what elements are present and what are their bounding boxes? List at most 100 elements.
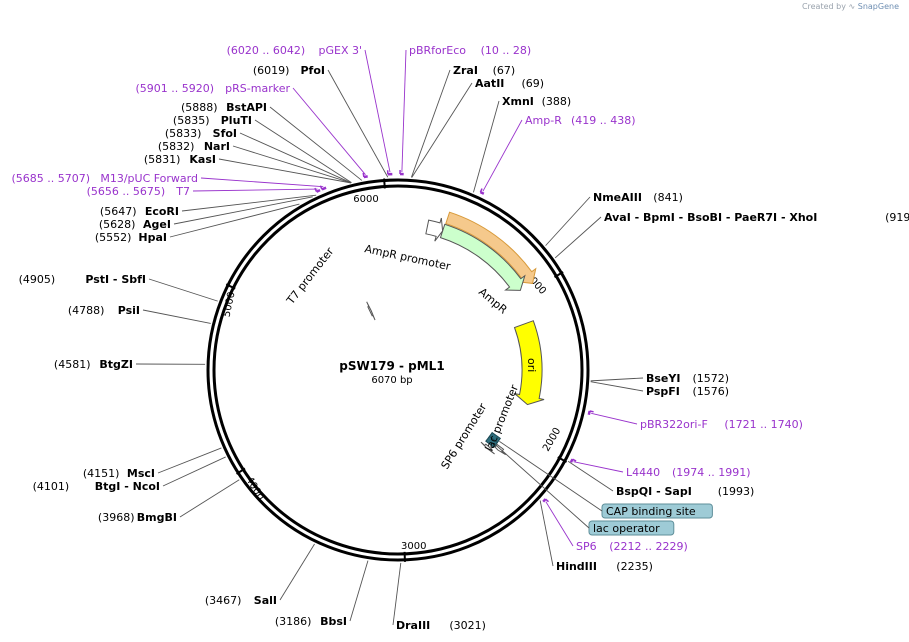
site-bstapi[interactable]: BstAPI(5888) — [181, 101, 267, 114]
site-nmeaiii[interactable]: NmeAIII(841) — [593, 191, 683, 204]
site-connector-draiii — [392, 562, 402, 626]
site-name: HpaI — [138, 231, 167, 244]
site-name: BbsI — [320, 615, 347, 628]
site-position: (4905) — [19, 273, 56, 286]
site-pluti[interactable]: PluTI(5835) — [173, 114, 252, 127]
primer-pbr322ori-f[interactable]: pBR322ori-F(1721 .. 1740) — [587, 410, 803, 431]
cap-binding-site-label[interactable]: CAP binding site — [499, 440, 713, 519]
primer-connector-amp-r — [482, 119, 523, 192]
site-name: HindIII — [556, 560, 597, 573]
primer-amp-r[interactable]: Amp-R(419 .. 438) — [479, 114, 636, 195]
feature-arrow-ampr[interactable] — [439, 223, 526, 291]
site-position: (3021) — [449, 619, 486, 632]
site-name: EcoRI — [145, 205, 179, 218]
tick-label-5000: 5000 — [222, 291, 238, 318]
ampr-highlight-arc[interactable] — [445, 211, 537, 284]
primer-connector-sp6 — [545, 501, 574, 547]
primer-connector-prs-marker — [292, 87, 366, 175]
primer-m13-puc-forward[interactable]: M13/pUC Forward(5685 .. 5707) — [11, 172, 327, 191]
primer-l4440[interactable]: L4440(1974 .. 1991) — [569, 458, 751, 479]
site-nari[interactable]: NarI (5832) — [158, 140, 230, 153]
site-position: (6019) — [253, 64, 290, 77]
site-aatii[interactable]: AatII(69) — [475, 77, 544, 90]
backbone-inner-strand — [212, 184, 584, 556]
site-bmgbi[interactable]: BmgBI(3968) — [98, 511, 177, 524]
site-sali[interactable]: SalI(3467) — [205, 594, 277, 607]
primer-connector-pbr322ori-f — [591, 412, 638, 425]
feature-label-ampr-promoter: AmpR promoter — [363, 242, 452, 273]
site-name: PstI - SbfI — [85, 273, 146, 286]
snapgene-logo-icon: ∿ — [848, 2, 856, 11]
site-name: NarI — [204, 140, 230, 153]
tick-mark-5000 — [225, 283, 236, 290]
site-name: PsiI — [118, 304, 140, 317]
site-connector-kasi — [218, 158, 351, 184]
site-zrai[interactable]: ZraI(67) — [453, 64, 515, 77]
primer-name: T7 — [175, 185, 190, 198]
site-connector-xmni — [473, 100, 500, 193]
restriction-site-labels: PfoI(6019) ZraI(67)AatII(69) XmnI(388) NmeA… — [19, 64, 909, 632]
site-connector-pfoi — [327, 69, 389, 178]
site-name: BseYI — [646, 372, 680, 385]
site-connector-ecori — [181, 194, 317, 212]
primer-direction-mark — [319, 185, 323, 190]
primer-t7[interactable]: T7(5656 .. 5675) — [87, 185, 321, 198]
site-name: ZraI — [453, 64, 478, 77]
site-agei[interactable]: AgeI(5628) — [99, 218, 171, 231]
site-bspqi-sapi[interactable]: BspQI - SapI(1993) — [616, 485, 754, 498]
feature-label-lac-promoter: lac promoter — [483, 383, 522, 454]
label-connectors — [135, 49, 644, 626]
site-connector-aatii — [411, 82, 473, 178]
site-avai-bpmi-bsobi-paer7i-xhoi[interactable]: AvaI - BpmI - BsoBI - PaeR7I - XhoI(919) — [604, 211, 909, 224]
site-btgzi[interactable]: BtgZI (4581) — [54, 358, 133, 371]
plasmid-length: 6070 bp — [371, 375, 412, 386]
primer-sp6[interactable]: SP6(2212 .. 2229) — [542, 498, 688, 553]
site-sfoi[interactable]: SfoI(5833) — [165, 127, 237, 140]
site-name: AvaI - BpmI - BsoBI - PaeR7I - XhoI — [604, 211, 817, 224]
site-msci[interactable]: MscI (4151) — [83, 467, 155, 480]
watermark: Created by ∿ SnapGene — [802, 2, 899, 11]
plasmid-center-label: pSW179 - pML1 6070 bp — [339, 359, 444, 386]
site-xmni[interactable]: XmnI(388) — [502, 95, 571, 108]
primer-prs-marker[interactable]: pRS-marker(5901 .. 5920) — [135, 82, 368, 179]
plasmid-name: pSW179 - pML1 — [339, 359, 444, 373]
site-kasi[interactable]: KasI(5831) — [144, 153, 216, 166]
site-psti-sbfi[interactable]: PstI - SbfI (4905) — [19, 273, 146, 286]
site-name: NmeAIII — [593, 191, 642, 204]
primer-pbrforeco[interactable]: pBRforEco(10 .. 28) — [399, 44, 531, 176]
feature-arrow-ori[interactable] — [512, 320, 545, 406]
site-position: (5832) — [158, 140, 195, 153]
site-name: MscI — [127, 467, 155, 480]
site-draiii[interactable]: DraIII(3021) — [396, 619, 486, 632]
primer-pgex-3[interactable]: pGEX 3'(6020 .. 6042) — [227, 44, 393, 176]
site-bseyi[interactable]: BseYI(1572) — [646, 372, 729, 385]
label-connector — [499, 440, 603, 512]
site-position: (4581) — [54, 358, 91, 371]
site-hindiii[interactable]: HindIII (2235) — [556, 560, 653, 573]
site-position: (2235) — [616, 560, 653, 573]
site-name: BtgZI — [99, 358, 133, 371]
site-pfoi[interactable]: PfoI(6019) — [253, 64, 325, 77]
lac-operator-block[interactable] — [485, 435, 499, 448]
site-pspfi[interactable]: PspFI(1576) — [646, 385, 729, 398]
lac-operator-label[interactable]: lac operator — [496, 445, 675, 536]
primer-name: pRS-marker — [225, 82, 290, 95]
primer-name: L4440 — [626, 466, 660, 479]
site-psii[interactable]: PsiI(4788) — [68, 304, 140, 317]
site-hpai[interactable]: HpaI(5552) — [95, 231, 167, 244]
primer-connector-pgex-3 — [364, 49, 391, 173]
site-bbsi[interactable]: BbsI(3186) — [275, 615, 347, 628]
feature-arrow-ampr-promoter[interactable] — [425, 217, 444, 242]
site-ecori[interactable]: EcoRI(5647) — [100, 205, 179, 218]
watermark-prefix: Created by — [801, 2, 846, 11]
feature-arrow-t7-promoter[interactable] — [366, 301, 376, 321]
site-position: (4151) — [83, 467, 120, 480]
site-name: SalI — [254, 594, 277, 607]
primer-direction-mark — [362, 172, 365, 178]
site-position: (5835) — [173, 114, 210, 127]
primer-name: pGEX 3' — [318, 44, 362, 57]
feature-arrow-sp6-promoter[interactable] — [480, 441, 495, 455]
tick-mark-2000 — [557, 456, 568, 463]
site-btgi-ncoi[interactable]: BtgI - NcoI(4101) — [33, 480, 160, 493]
